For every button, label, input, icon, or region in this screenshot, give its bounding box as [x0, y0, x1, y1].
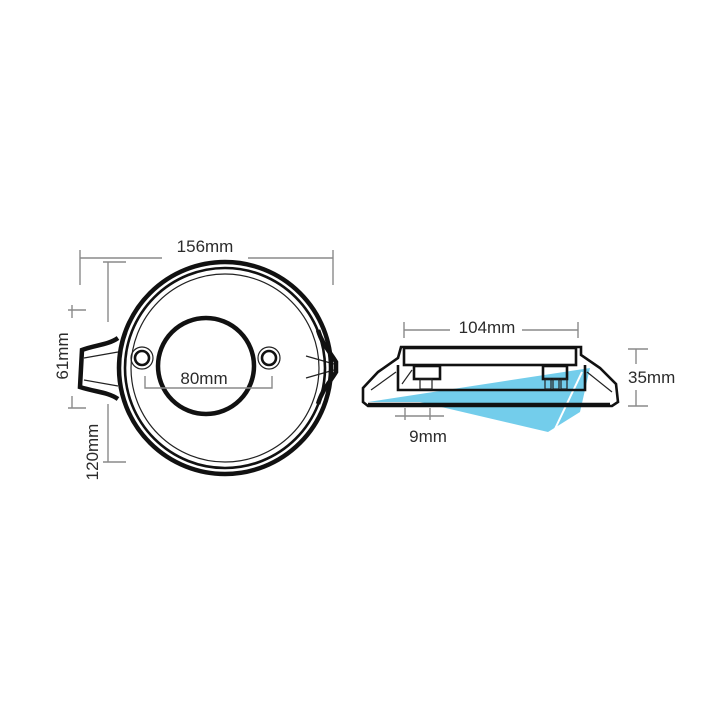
- top-view: 156mm 61mm 120mm 80mm: [53, 237, 339, 481]
- face-ring: [130, 273, 320, 463]
- dimension-61mm: 61mm: [53, 305, 86, 409]
- right-pocket: [541, 364, 569, 390]
- highlight-wedge: [368, 368, 590, 432]
- dimension-35mm: 35mm: [628, 348, 675, 407]
- dimension-120mm: 120mm: [83, 261, 126, 481]
- top-plate: [402, 346, 578, 367]
- left-pocket: [401, 364, 442, 390]
- dimension-156mm: 156mm: [79, 237, 334, 285]
- outer-ring: [116, 259, 334, 477]
- label-120mm: 120mm: [83, 424, 102, 481]
- bolt-hole-left: [130, 346, 154, 370]
- dimension-104mm: 104mm: [403, 318, 579, 338]
- left-ear: [77, 336, 120, 401]
- label-156mm: 156mm: [177, 237, 234, 256]
- label-61mm: 61mm: [53, 332, 72, 379]
- side-profile-outline: [361, 345, 620, 408]
- dimension-80mm: 80mm: [144, 369, 273, 389]
- label-35mm: 35mm: [628, 368, 675, 387]
- label-9mm: 9mm: [409, 427, 447, 446]
- dimension-9mm: 9mm: [395, 408, 447, 446]
- center-bore: [155, 315, 257, 417]
- inner-cavity: [396, 365, 587, 392]
- label-104mm: 104mm: [459, 318, 516, 337]
- side-view: 104mm 35mm 9mm: [361, 318, 675, 446]
- outer-ring-inner: [123, 266, 327, 470]
- label-80mm: 80mm: [180, 369, 227, 388]
- bolt-hole-right: [257, 346, 281, 370]
